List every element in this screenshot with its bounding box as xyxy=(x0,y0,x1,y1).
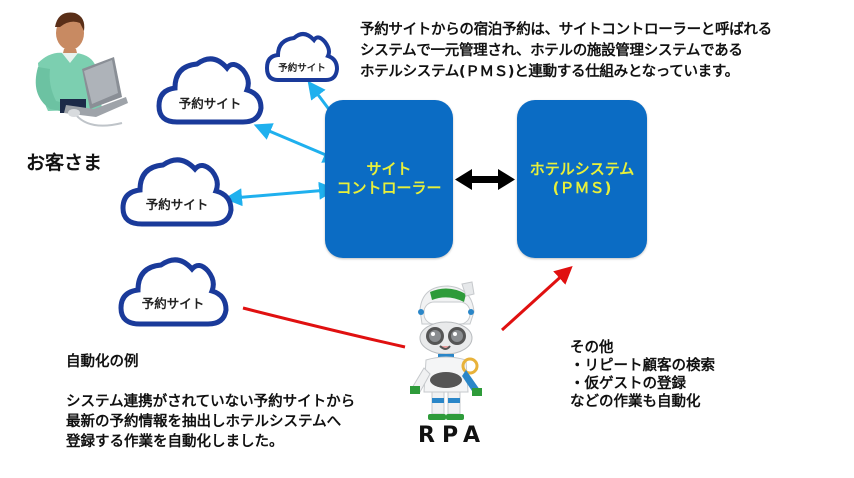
cloud-label: 予約サイト xyxy=(141,296,205,311)
sync-arrow xyxy=(455,169,515,190)
other-line: ・仮ゲストの登録 xyxy=(570,376,686,392)
site-controller-label-1: サイト xyxy=(366,160,412,178)
other-automation-list: その他 ・リピート顧客の検索 ・仮ゲストの登録 などの作業も自動化 xyxy=(570,339,715,411)
hotel-system-label-2: (ＰＭＳ) xyxy=(552,179,612,197)
booking-site-cloud: 予約サイト xyxy=(116,250,230,330)
automation-title: 自動化の例 xyxy=(66,354,139,370)
intro-line: システムで一元管理され、ホテルの施設管理システムである xyxy=(360,43,743,59)
rpa-label: RPA xyxy=(418,423,488,448)
site-controller-label-2: コントローラー xyxy=(336,179,442,197)
cloud-icon xyxy=(156,56,264,125)
automation-line: システム連携がされていない予約サイトから xyxy=(66,394,356,410)
other-line: ・リピート顧客の検索 xyxy=(570,358,715,374)
site-controller-box: サイト コントローラー xyxy=(325,100,453,258)
cloud-label: 予約サイト xyxy=(145,197,209,212)
link-arrow-cloud-upper xyxy=(253,123,342,163)
robot-mascot-icon xyxy=(410,281,482,420)
cloud-label: 予約サイト xyxy=(278,63,326,74)
booking-site-cloud: 予約サイト xyxy=(264,28,340,84)
cloud-icon xyxy=(118,257,229,327)
customer-label: お客さま xyxy=(26,152,103,174)
person-at-laptop-icon xyxy=(35,12,128,127)
other-line: その他 xyxy=(570,340,614,356)
hotel-system-box: ホテルシステム (ＰＭＳ) xyxy=(517,100,647,258)
cloud-icon xyxy=(120,157,234,227)
rpa-output-arrow xyxy=(500,265,573,332)
automation-description: システム連携がされていない予約サイトから 最新の予約情報を抽出しホテルシステムへ… xyxy=(66,392,355,452)
hotel-system-label-1: ホテルシステム xyxy=(529,160,635,178)
automation-line: 最新の予約情報を抽出しホテルシステムへ xyxy=(66,414,342,430)
booking-site-cloud: 予約サイト xyxy=(118,150,236,230)
intro-line: ホテルシステム(ＰＭＳ)と連動する仕組みとなっています。 xyxy=(360,64,739,80)
cloud-icon xyxy=(264,32,340,82)
intro-line: 予約サイトからの宿泊予約は、サイトコントローラーと呼ばれる xyxy=(360,22,772,38)
automation-line: 登録する作業を自動化しました。 xyxy=(66,434,284,450)
intro-text: 予約サイトからの宿泊予約は、サイトコントローラーと呼ばれる システムで一元管理さ… xyxy=(360,20,840,83)
cloud-label: 予約サイト xyxy=(178,96,242,111)
link-arrow-cloud-middle xyxy=(224,181,337,207)
rpa-input-arrow xyxy=(242,306,406,349)
other-line: などの作業も自動化 xyxy=(570,394,701,410)
booking-site-cloud: 予約サイト xyxy=(155,50,265,128)
